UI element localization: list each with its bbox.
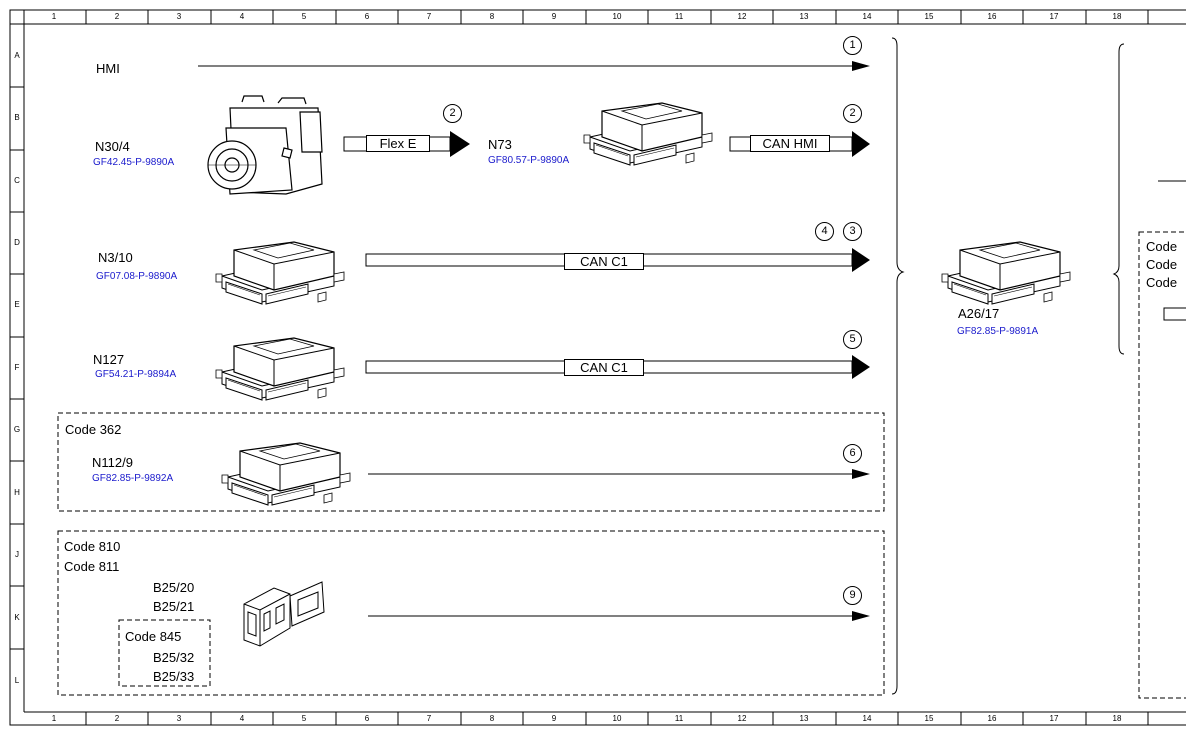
ruler-col-top: 1 [51, 12, 57, 21]
marker-5: 5 [843, 330, 862, 349]
ruler-col-top: 5 [301, 12, 307, 21]
marker-2: 2 [843, 104, 862, 123]
b25-20-label: B25/20 [153, 580, 195, 595]
n30-4-ref-link[interactable]: GF42.45-P-9890A [93, 157, 175, 168]
ruler-col-bottom: 13 [799, 714, 809, 723]
n30-4-component-icon [207, 95, 323, 195]
ruler-row: K [14, 613, 20, 622]
n112-9-ecu-icon [221, 442, 351, 506]
n73-label: N73 [488, 137, 512, 152]
ruler-col-top: 11 [674, 12, 684, 21]
can-c1-bus-label: CAN C1 [564, 359, 644, 376]
n127-ref-link[interactable]: GF54.21-P-9894A [95, 369, 177, 380]
n127-ecu-icon [215, 337, 345, 401]
ruler-col-top: 16 [987, 12, 997, 21]
a26-17-label: A26/17 [958, 306, 1000, 321]
ruler-col-bottom: 6 [364, 714, 370, 723]
marker-4: 4 [815, 222, 834, 241]
n3-10-ref-link[interactable]: GF07.08-P-9890A [96, 271, 178, 282]
marker-9: 9 [843, 586, 862, 605]
ruler-col-top: 17 [1049, 12, 1059, 21]
ruler-col-top: 6 [364, 12, 370, 21]
ruler-col-bottom: 11 [674, 714, 684, 723]
a26-17-ref-link[interactable]: GF82.85-P-9891A [957, 326, 1039, 337]
b25-32-label: B25/32 [153, 650, 195, 665]
ruler-col-top: 18 [1112, 12, 1122, 21]
ruler-col-top: 8 [489, 12, 495, 21]
ruler-col-top: 14 [862, 12, 872, 21]
ruler-row: C [14, 176, 20, 185]
ruler-col-top: 3 [176, 12, 182, 21]
ruler-col-top: 13 [799, 12, 809, 21]
code-362-label: Code 362 [65, 422, 122, 437]
ruler-col-bottom: 5 [301, 714, 307, 723]
ruler-col-top: 2 [114, 12, 120, 21]
ruler-col-bottom: 17 [1049, 714, 1059, 723]
ruler-col-top: 10 [612, 12, 622, 21]
ruler-row: A [14, 51, 20, 60]
flex-e-bus-label: Flex E [366, 135, 430, 152]
b25-33-label: B25/33 [153, 669, 195, 684]
ruler-col-top: 12 [737, 12, 747, 21]
ruler-row: F [14, 363, 20, 372]
right-code-label: Code [1146, 257, 1178, 272]
code-845-label: Code 845 [125, 629, 182, 644]
code-810-label: Code 810 [64, 539, 121, 554]
n30-4-label: N30/4 [95, 139, 130, 154]
ruler-col-top: 15 [924, 12, 934, 21]
n3-10-label: N3/10 [98, 250, 133, 265]
right-code-label: Code [1146, 275, 1178, 290]
ruler-col-bottom: 8 [489, 714, 495, 723]
ruler-col-bottom: 14 [862, 714, 872, 723]
ruler-col-bottom: 15 [924, 714, 934, 723]
ruler-row: L [14, 676, 20, 685]
ruler-col-bottom: 10 [612, 714, 622, 723]
ruler-col-bottom: 3 [176, 714, 182, 723]
can-c1-bus-label: CAN C1 [564, 253, 644, 270]
ruler-col-top: 7 [426, 12, 432, 21]
n73-ecu-icon [583, 102, 713, 166]
ruler-row: G [13, 425, 21, 434]
ruler-col-bottom: 18 [1112, 714, 1122, 723]
ruler-row: B [14, 113, 20, 122]
ruler-col-top: 4 [239, 12, 245, 21]
ruler-col-bottom: 2 [114, 714, 120, 723]
marker-2: 2 [443, 104, 462, 123]
ruler-col-bottom: 9 [551, 714, 557, 723]
n3-10-ecu-icon [215, 241, 345, 305]
ruler-col-top: 9 [551, 12, 557, 21]
ruler-row: H [14, 488, 20, 497]
n73-ref-link[interactable]: GF80.57-P-9890A [488, 155, 570, 166]
marker-6: 6 [843, 444, 862, 463]
can-hmi-bus-label: CAN HMI [750, 135, 830, 152]
b25-21-label: B25/21 [153, 599, 195, 614]
ruler-row: J [15, 550, 19, 559]
ruler-col-bottom: 16 [987, 714, 997, 723]
hmi-label: HMI [96, 61, 120, 76]
code-811-label: Code 811 [64, 559, 120, 574]
marker-3: 3 [843, 222, 862, 241]
ruler-row: E [14, 300, 20, 309]
a26-17-ecu-icon [941, 241, 1071, 305]
n127-label: N127 [93, 352, 125, 367]
ruler-col-bottom: 12 [737, 714, 747, 723]
ruler-col-bottom: 4 [239, 714, 245, 723]
right-code-label: Code [1146, 239, 1178, 254]
n112-9-label: N112/9 [92, 455, 133, 470]
ruler-col-bottom: 7 [426, 714, 432, 723]
b25-sensor-icon [243, 581, 325, 647]
n112-9-ref-link[interactable]: GF82.85-P-9892A [92, 473, 174, 484]
ruler-col-bottom: 1 [51, 714, 57, 723]
ruler-row: D [14, 238, 20, 247]
marker-1: 1 [843, 36, 862, 55]
